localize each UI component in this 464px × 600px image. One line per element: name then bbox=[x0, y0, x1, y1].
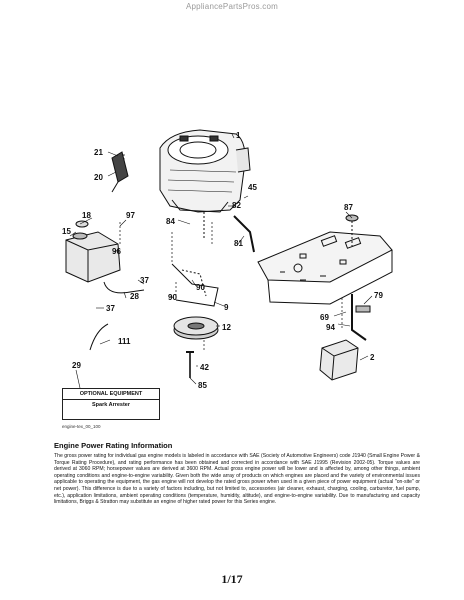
engine-illustration bbox=[159, 129, 251, 213]
box-divider bbox=[63, 399, 159, 400]
part-label: 69 bbox=[320, 313, 329, 322]
pulley-illustration bbox=[173, 316, 219, 340]
part-label: 79 bbox=[374, 291, 383, 300]
part-label: 94 bbox=[326, 323, 335, 332]
watermark-text: AppliancePartsPros.com bbox=[186, 2, 278, 11]
part-label: 82 bbox=[232, 201, 241, 210]
part-label: 29 bbox=[72, 361, 81, 370]
part-label: 9 bbox=[224, 303, 229, 312]
part-label: 42 bbox=[200, 363, 209, 372]
section-title: Engine Power Rating Information bbox=[54, 441, 173, 450]
part-label: 21 bbox=[94, 148, 103, 157]
part-label: 45 bbox=[248, 183, 257, 192]
part-label: 90 bbox=[196, 283, 205, 292]
optional-equipment-item: Spark Arrester bbox=[91, 402, 130, 408]
part-label: 1 bbox=[236, 131, 241, 140]
part-label: 37 bbox=[140, 276, 149, 285]
fuel-tank-illustration bbox=[65, 231, 121, 283]
figure-id: engine-tex_00_100 bbox=[62, 424, 101, 429]
part-label: 37 bbox=[106, 304, 115, 313]
part-label: 2 bbox=[370, 353, 375, 362]
muffler-illustration bbox=[319, 339, 359, 381]
page-number: 1/17 bbox=[221, 572, 243, 586]
part-label: 81 bbox=[234, 239, 243, 248]
part-label: 12 bbox=[222, 323, 231, 332]
part-label: 96 bbox=[112, 247, 121, 256]
part-label: 97 bbox=[126, 211, 135, 220]
frame-illustration bbox=[257, 231, 393, 305]
part-label: 15 bbox=[62, 227, 71, 236]
section-body: The gross power rating for individual ga… bbox=[54, 453, 420, 506]
optional-equipment-box: OPTIONAL EQUIPMENT Spark Arrester bbox=[62, 388, 160, 420]
optional-equipment-title: OPTIONAL EQUIPMENT bbox=[79, 391, 143, 397]
part-label: 111 bbox=[118, 337, 131, 346]
part-label: 85 bbox=[198, 381, 207, 390]
part-label: 20 bbox=[94, 173, 103, 182]
part-label: 18 bbox=[82, 211, 91, 220]
engine-parts-diagram: 1 21 20 45 82 18 97 84 87 15 81 96 37 90… bbox=[62, 129, 393, 390]
part-label: 90 bbox=[168, 293, 177, 302]
part-label: 84 bbox=[166, 217, 175, 226]
part-label: 87 bbox=[344, 203, 353, 212]
part-label: 28 bbox=[130, 292, 139, 301]
